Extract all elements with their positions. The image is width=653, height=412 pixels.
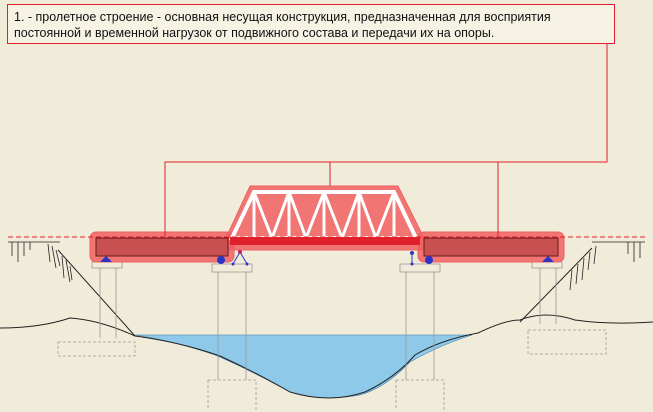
left-embankment-slope	[57, 249, 136, 337]
right-abutment	[527, 261, 607, 355]
left-pier	[207, 263, 257, 410]
right-pier	[395, 263, 445, 410]
left-abutment	[57, 261, 136, 357]
caption-box: 1. - пролетное строение - основная несущ…	[7, 4, 615, 44]
truss-span	[228, 190, 420, 245]
left-bank-hatch	[8, 241, 73, 283]
leader-lines	[164, 44, 608, 236]
bearings	[100, 250, 554, 266]
caption-line-1: 1. - пролетное строение - основная несущ…	[14, 10, 551, 24]
right-bank-hatch	[569, 241, 645, 291]
left-girder	[95, 237, 229, 257]
ground-profile	[0, 314, 653, 399]
caption-line-2: постоянной и временной нагрузок от подви…	[14, 26, 495, 40]
right-girder	[423, 237, 559, 257]
river-water	[134, 334, 473, 399]
